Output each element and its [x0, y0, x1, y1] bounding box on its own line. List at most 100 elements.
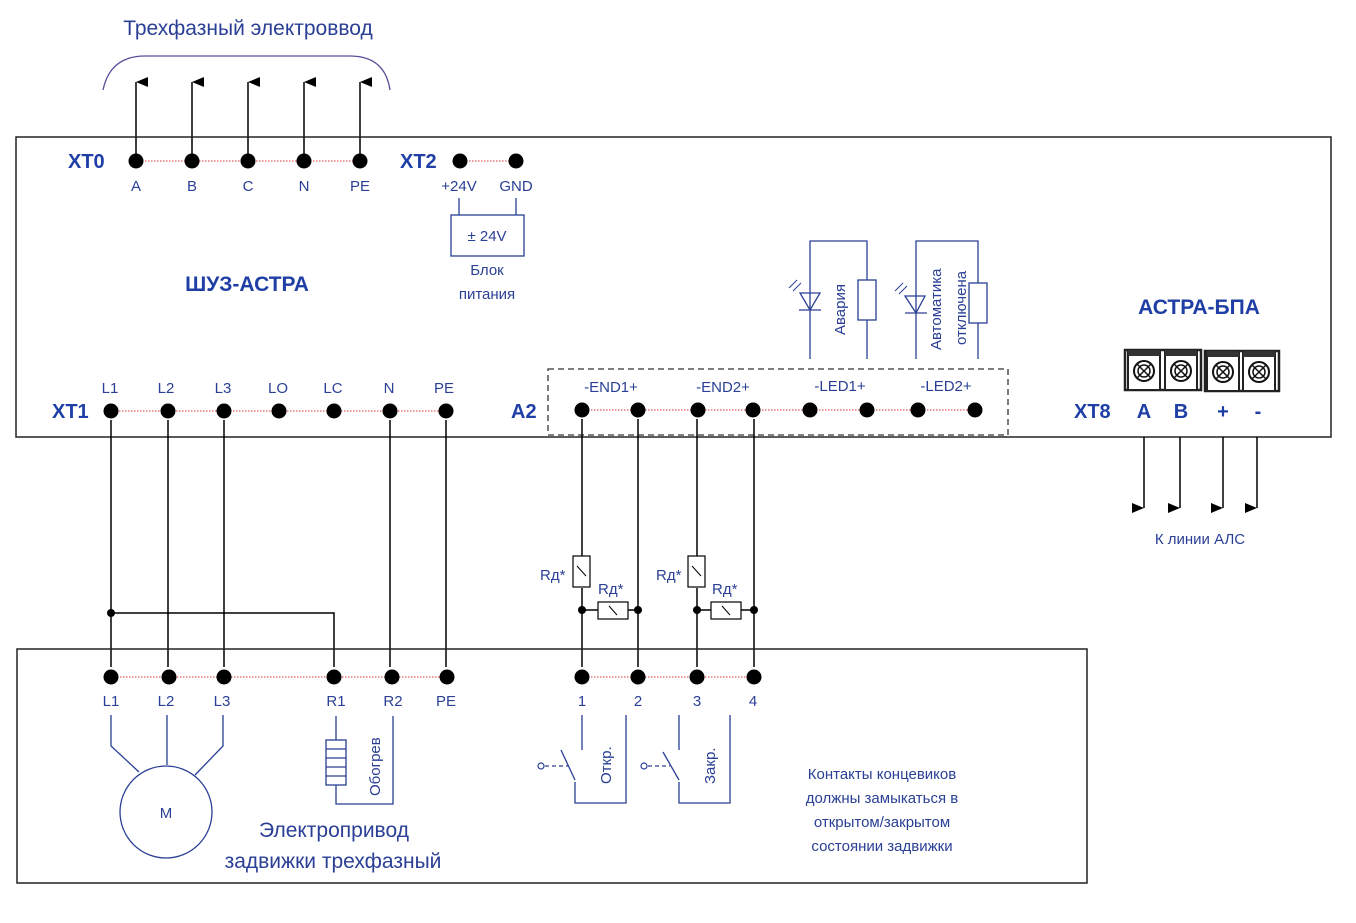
limit-terminal-label: 3	[693, 693, 701, 710]
xt0-terminal-label: A	[131, 178, 141, 195]
a2-group-label: -END1+	[584, 379, 638, 396]
actuator-terminal-r2[interactable]	[384, 668, 400, 686]
heater-icon	[325, 739, 347, 786]
actuator-terminal-label: R1	[326, 693, 345, 710]
xt0-terminal-label: C	[243, 178, 254, 195]
junction-dot	[578, 606, 586, 614]
limit-terminal-label: 1	[578, 693, 586, 710]
led-diode-icon	[903, 295, 927, 315]
xt2-terminal-gnd[interactable]	[508, 152, 524, 170]
heater: Обогрев	[325, 716, 394, 805]
power-supply-block	[450, 214, 525, 257]
motor: M	[110, 715, 224, 859]
limit-terminal-label: 2	[634, 693, 642, 710]
xt0-block: XT0 A B C N PE	[68, 151, 370, 195]
xt1-terminal-l2[interactable]	[160, 402, 176, 420]
xt0-terminal-c[interactable]	[240, 152, 256, 170]
input-arrows	[135, 77, 372, 160]
limit-terminal-2[interactable]	[630, 668, 646, 686]
xt0-terminal-b[interactable]	[184, 152, 200, 170]
xt1-terminal-lc[interactable]	[326, 402, 342, 420]
led-automation-label-2: отключена	[953, 270, 970, 345]
switch-open-label: Откр.	[598, 746, 615, 784]
xt2-label: XT2	[400, 151, 437, 173]
xt2-terminal-24v[interactable]	[452, 152, 468, 170]
a2-terminal-end1-plus[interactable]	[630, 401, 646, 419]
led-automation-label-1: Автоматика	[928, 268, 945, 350]
a2-terminal-led2-minus[interactable]	[910, 401, 926, 419]
actuator-terminal-l1[interactable]	[103, 668, 119, 686]
xt1-terminal-label: LO	[268, 380, 288, 397]
power-wiring	[107, 420, 447, 667]
actuator-terminal-l3[interactable]	[216, 668, 232, 686]
xt0-terminal-a[interactable]	[128, 152, 144, 170]
actuator-title-1: Электропривод	[259, 819, 409, 842]
switch-close-label: Закр.	[702, 748, 719, 784]
limit-terminal-3[interactable]	[689, 668, 705, 686]
limit-terminal-label: 4	[749, 693, 757, 710]
junction-dot	[634, 606, 642, 614]
rd-label: Rд*	[656, 567, 682, 584]
actuator-terminal-label: L1	[103, 693, 120, 710]
xt1-terminal-label: L2	[158, 380, 175, 397]
limit-terminal-4[interactable]	[746, 668, 762, 686]
actuator-terminal-label: L3	[214, 693, 231, 710]
note-line: должны замыкаться в	[806, 790, 958, 807]
junction-dot	[107, 609, 115, 617]
psu-rating: ± 24V	[467, 228, 506, 245]
actuator-terminals: L1 L2 L3 R1 R2 PE 1 2 3 4	[103, 668, 762, 710]
led-avaria: Авария	[788, 240, 877, 359]
limit-switch-open: Откр.	[537, 715, 627, 804]
xt1-terminal-l3[interactable]	[216, 402, 232, 420]
actuator-terminal-l2[interactable]	[161, 668, 177, 686]
xt0-terminal-label: N	[299, 178, 310, 195]
resistor-icon	[968, 282, 988, 324]
input-bracket	[102, 55, 391, 91]
bpa-block: АСТРА-БПА XT8 A B + - К линии АЛС	[1074, 296, 1281, 548]
a2-terminal-led1-plus[interactable]	[859, 401, 875, 419]
actuator-terminal-pe[interactable]	[439, 668, 455, 686]
xt8-terminal-label: B	[1174, 401, 1188, 423]
a2-terminal-led2-plus[interactable]	[967, 401, 983, 419]
a2-dashed-frame	[547, 368, 1009, 436]
wire-heater-feed	[111, 612, 335, 667]
xt1-terminal-label: N	[384, 380, 395, 397]
xt0-terminal-pe[interactable]	[352, 152, 368, 170]
a2-group-label: -END2+	[696, 379, 750, 396]
xt1-terminal-lo[interactable]	[271, 402, 287, 420]
xt1-terminal-n[interactable]	[382, 402, 398, 420]
xt1-terminal-l1[interactable]	[103, 402, 119, 420]
a2-terminal-end2-plus[interactable]	[745, 401, 761, 419]
xt1-label: XT1	[52, 401, 89, 423]
rd-label: Rд*	[598, 581, 624, 598]
controller-name: ШУЗ-АСТРА	[185, 273, 309, 296]
psu-caption-2: питания	[459, 286, 515, 303]
xt1-terminal-label: PE	[434, 380, 454, 397]
a2-terminal-end1-minus[interactable]	[574, 401, 590, 419]
xt1-terminal-pe[interactable]	[438, 402, 454, 420]
xt2-terminal-label: +24V	[441, 178, 476, 195]
motor-icon	[119, 765, 213, 859]
xt8-terminal-label: +	[1217, 401, 1229, 423]
rd-label: Rд*	[540, 567, 566, 584]
xt8-terminal-b[interactable]	[1164, 349, 1198, 391]
xt8-terminal-plus[interactable]	[1206, 350, 1240, 392]
led-automation-off: Автоматика отключена	[894, 240, 988, 359]
motor-label: M	[160, 805, 173, 822]
xt0-terminal-n[interactable]	[296, 152, 312, 170]
xt8-terminal-label: A	[1137, 401, 1151, 423]
a2-group-label: -LED2+	[920, 378, 972, 395]
a2-terminal-led1-minus[interactable]	[802, 401, 818, 419]
xt8-label: XT8	[1074, 401, 1111, 423]
xt8-terminal-a[interactable]	[1127, 349, 1161, 391]
actuator-terminal-label: R2	[383, 693, 402, 710]
limit-switch-close: Закр.	[640, 715, 731, 804]
a2-terminal-end2-minus[interactable]	[690, 401, 706, 419]
note-line: состоянии задвижки	[811, 838, 952, 855]
actuator-terminal-r1[interactable]	[326, 668, 342, 686]
xt1-terminal-label: L1	[102, 380, 119, 397]
led-avaria-label: Авария	[832, 284, 849, 335]
xt8-terminal-minus[interactable]	[1242, 350, 1276, 392]
limit-terminal-1[interactable]	[574, 668, 590, 686]
xt8-terminal-label: -	[1255, 401, 1262, 423]
